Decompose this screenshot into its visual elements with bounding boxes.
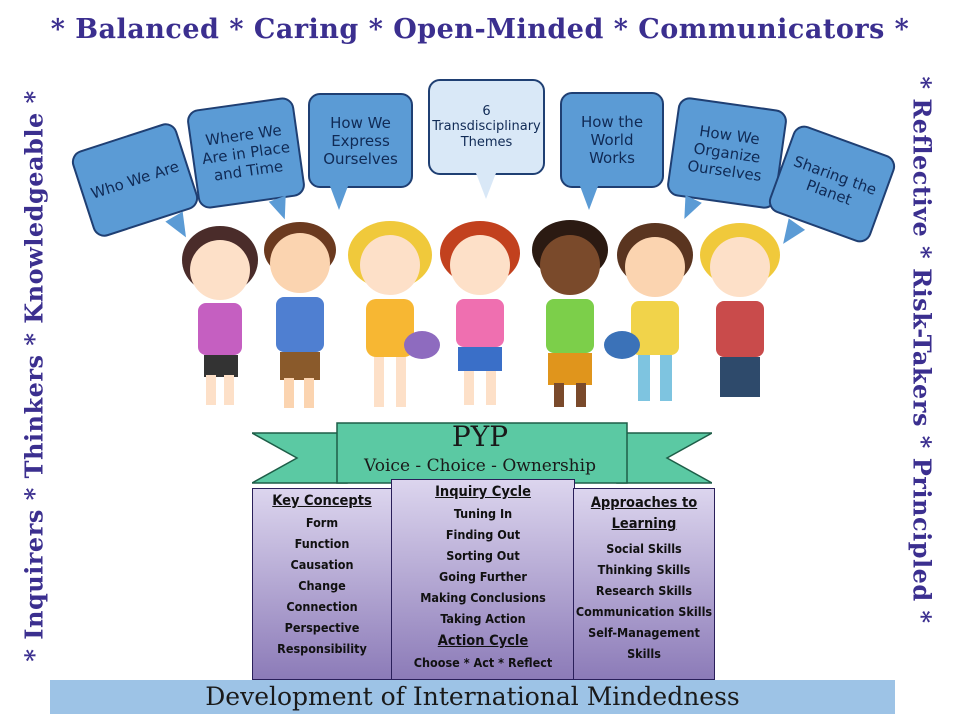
child-4 (440, 221, 520, 405)
key-concept-item: Responsibility (277, 641, 367, 656)
bubble-tail (330, 186, 348, 210)
child-5 (532, 220, 608, 407)
theme-bubble-world-works: How the World Works (560, 92, 664, 188)
learner-profile-left: * Inquirers * Thinkers * Knowledgeable * (19, 90, 49, 662)
pyp-title: PYP (451, 420, 509, 453)
child-2 (264, 222, 336, 408)
theme-label: Where We Are in Place and Time (200, 120, 292, 185)
approaches-item: Thinking Skills (597, 562, 691, 577)
key-concepts-heading: Key Concepts (272, 493, 372, 509)
bubble-tail (580, 186, 598, 210)
inquiry-cycle-heading: Inquiry Cycle (435, 484, 531, 500)
approaches-item: Communication Skills (575, 604, 713, 619)
theme-bubble-express-ourselves: How We Express Ourselves (308, 93, 413, 188)
approaches-heading: Approaches to Learning (590, 495, 698, 532)
inquiry-cycle-item: Going Further (439, 569, 527, 584)
inquiry-cycle-panel: Inquiry Cycle Tuning In Finding Out Sort… (391, 479, 575, 680)
theme-label: How We Organize Ourselves (686, 122, 763, 185)
children-illustration (182, 220, 780, 408)
key-concept-item: Connection (286, 599, 358, 614)
inquiry-cycle-item: Sorting Out (446, 548, 520, 563)
approaches-panel: Approaches to Learning Social Skills Thi… (573, 488, 715, 680)
learner-profile-top: * Balanced * Caring * Open-Minded * Comm… (50, 14, 910, 45)
inquiry-cycle-item: Tuning In (453, 506, 513, 521)
key-concept-item: Perspective (284, 620, 360, 635)
action-cycle-text: Choose * Act * Reflect (413, 655, 553, 670)
theme-label: 6 Transdisciplinary Themes (432, 103, 541, 150)
theme-label: How We Express Ourselves (323, 113, 398, 168)
child-7 (700, 223, 780, 397)
child-6 (604, 223, 693, 401)
theme-bubble-place-and-time: Where We Are in Place and Time (185, 95, 307, 211)
key-concept-item: Change (298, 578, 346, 593)
child-3 (348, 221, 440, 407)
approaches-item: Self-Management Skills (588, 625, 700, 661)
approaches-item: Research Skills (595, 583, 693, 598)
key-concept-item: Causation (290, 557, 354, 572)
pyp-subtitle: Voice - Choice - Ownership (364, 456, 596, 476)
action-cycle-heading: Action Cycle (437, 633, 529, 649)
theme-label: Sharing the Planet (791, 152, 880, 209)
child-1 (182, 226, 258, 405)
theme-bubble-transdisciplinary: 6 Transdisciplinary Themes (428, 79, 545, 175)
inquiry-cycle-item: Taking Action (440, 611, 526, 626)
bubble-tail (476, 173, 496, 199)
inquiry-cycle-item: Finding Out (445, 527, 521, 542)
approaches-item: Social Skills (606, 541, 682, 556)
key-concepts-panel: Key Concepts Form Function Causation Cha… (252, 488, 392, 680)
key-concept-item: Function (294, 536, 350, 551)
inquiry-cycle-item: Making Conclusions (420, 590, 546, 605)
theme-label: How the World Works (580, 113, 644, 167)
theme-label: Who We Are (88, 157, 182, 203)
key-concept-item: Form (305, 515, 339, 530)
footer-banner: Development of International Mindedness (50, 680, 895, 714)
learner-profile-right: * Reflective * Risk-Takers * Principled … (907, 76, 937, 624)
